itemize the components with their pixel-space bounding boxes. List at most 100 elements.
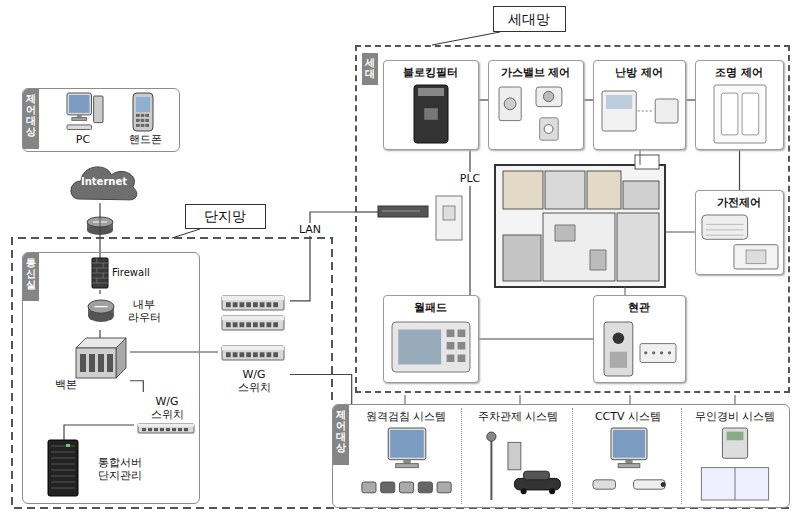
switch-icon-part <box>226 322 231 327</box>
connector <box>99 290 100 294</box>
firewall-icon <box>92 258 108 288</box>
switch-icon-part <box>260 352 265 357</box>
firewall-icon-part <box>103 263 104 268</box>
node-label: 통합서버 단지관리 <box>84 456 156 482</box>
door-icon-part <box>613 332 625 344</box>
control-target-panel: 제어대상PC핸드폰 <box>22 88 180 152</box>
phone-icon-part <box>133 93 153 131</box>
tab-label: 세대 <box>362 53 378 85</box>
switch-icon-part <box>240 322 245 327</box>
switch-icon <box>222 316 284 330</box>
node-label: W/G 스위치 <box>142 395 192 421</box>
aircon-icon-part <box>706 229 744 230</box>
switch-icon-part <box>267 302 272 307</box>
wallpad-icon-part <box>458 355 466 363</box>
switch-icon-part <box>240 302 245 307</box>
firewall-icon-part <box>92 268 108 269</box>
server-icon-part <box>51 470 75 471</box>
router-icon-part <box>88 300 114 313</box>
wallpad-icon-part <box>392 322 470 372</box>
phone-icon-part <box>145 114 149 117</box>
plan-leader-lines <box>625 150 695 295</box>
switch-icon-part <box>226 302 231 307</box>
security-icon-part <box>735 468 736 500</box>
node-label: 가스밸브 제어 <box>489 66 582 79</box>
phone-icon-part <box>141 114 145 117</box>
server-device: 통합서버 단지관리 <box>40 440 160 498</box>
node-label: PC <box>63 133 103 146</box>
aircon-icon-part <box>702 215 748 239</box>
switch-icon-part <box>166 428 170 431</box>
device-box: 블로킹필터 <box>383 60 479 150</box>
switch-icon <box>222 346 284 360</box>
switch-icon-part <box>253 302 258 307</box>
meter-icon-part <box>388 428 426 460</box>
node-label: 블로킹필터 <box>384 66 477 79</box>
plan-outline <box>495 165 665 287</box>
connector <box>584 99 593 100</box>
tab-label: 제어대상 <box>23 89 39 149</box>
household-network-region: 세대블로킹필터가스밸브 제어난방 제어조명 제어가전제어월패드현관 <box>355 45 790 393</box>
connector-label: PLC <box>458 172 482 185</box>
connector-label: LAN <box>297 223 323 236</box>
firewall-icon-part <box>92 273 108 274</box>
tab-label: 제어대상 <box>333 405 349 465</box>
device-icon <box>40 338 130 394</box>
wire <box>355 211 378 212</box>
switch-icon-part <box>138 424 194 427</box>
parking-icon-part <box>487 432 496 441</box>
wire <box>735 395 736 404</box>
callout-leaders <box>172 32 500 238</box>
gas-icon-part <box>536 87 562 107</box>
parking-icon <box>487 432 561 500</box>
heat-icon-part <box>602 91 636 131</box>
heat-icon-part <box>655 99 678 123</box>
aircon-icon-part <box>706 224 744 225</box>
heat-icon-part <box>638 111 654 112</box>
light-icon <box>714 85 766 143</box>
meter-icon <box>362 428 451 493</box>
switch-stack: W/G 스위치 <box>218 292 290 402</box>
connector <box>479 338 593 339</box>
blocker-icon <box>414 85 448 143</box>
node-label: 백본 <box>48 378 84 391</box>
floor-plan <box>495 155 665 287</box>
phone-icon-part <box>145 124 149 127</box>
switch-icon-part <box>160 428 164 431</box>
leader-line <box>172 229 200 238</box>
router-icon <box>88 300 114 322</box>
phone-icon-part <box>136 97 150 112</box>
door-icon-part <box>610 352 627 368</box>
leader-line <box>665 232 695 233</box>
phone-icon-part <box>136 114 140 117</box>
aircon-icon <box>702 215 778 269</box>
server-icon-part <box>66 444 70 447</box>
wire <box>520 395 521 404</box>
switch-icon-part <box>226 352 231 357</box>
parking-icon-part <box>521 488 527 494</box>
node-label: 현관 <box>594 301 684 314</box>
switch-icon-part <box>246 302 251 307</box>
node-label: 난방 제어 <box>594 66 684 79</box>
light-icon-part <box>714 85 766 143</box>
door-icon-part <box>604 322 633 376</box>
switch-icon-part <box>240 352 245 357</box>
switch-icon <box>138 424 194 433</box>
pc-icon-part <box>72 118 87 121</box>
node-label: 무인경비 시스템 <box>685 410 785 423</box>
room <box>503 171 543 209</box>
backbone-icon-part <box>76 348 116 378</box>
firewall-icon-part <box>92 258 108 288</box>
heat-icon-part <box>606 95 632 109</box>
meter-icon-part <box>390 430 424 458</box>
pc-icon-part <box>94 96 103 123</box>
dashed-boundary <box>12 238 790 508</box>
blocker-icon-part <box>414 85 448 143</box>
security-icon-part <box>722 428 747 458</box>
switch-icon-part <box>222 316 284 320</box>
switch-icon-part <box>222 296 284 310</box>
firewall-device: Firewall <box>80 258 162 290</box>
cctv-icon-part <box>611 428 647 460</box>
meter-icon-part <box>362 482 376 493</box>
